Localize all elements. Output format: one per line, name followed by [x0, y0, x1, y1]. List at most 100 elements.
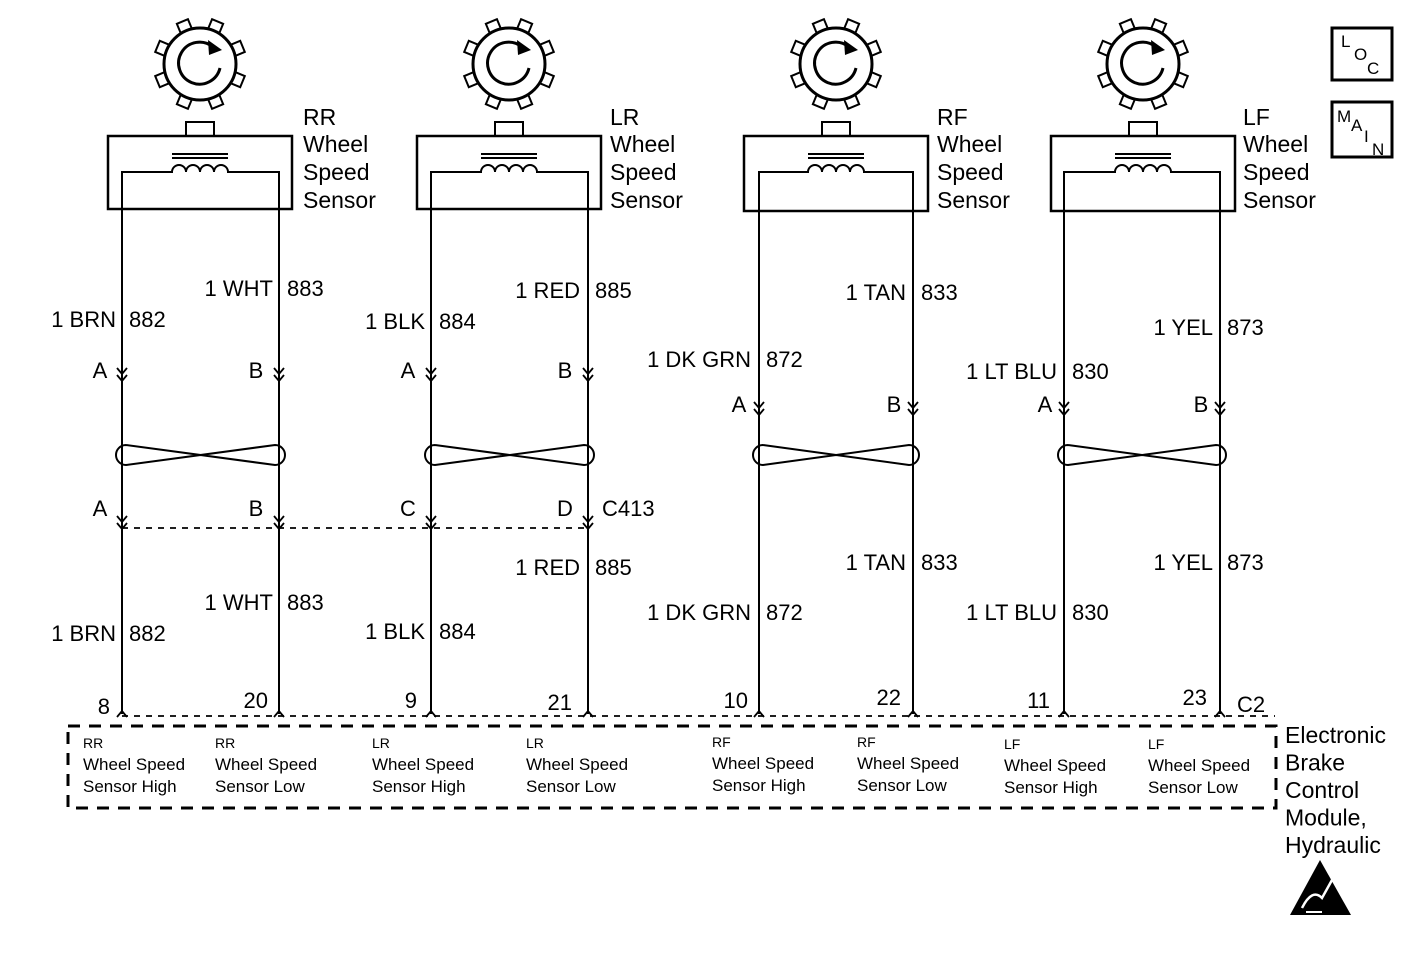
connector-chevron — [273, 367, 285, 376]
module-name-line: Electronic — [1285, 722, 1386, 748]
connector-chevron — [582, 522, 594, 531]
wire-circuit-number: 830 — [1072, 600, 1109, 625]
legend-letter: O — [1354, 45, 1367, 64]
terminal-location: RR — [83, 735, 103, 751]
wire-circuit-number: 872 — [766, 347, 803, 372]
sensor-tip — [494, 121, 524, 137]
connector-chevron — [907, 408, 919, 417]
c413-connector-mark — [425, 515, 437, 531]
module-name-line: Module, — [1285, 805, 1367, 831]
wire-circuit-number: 882 — [129, 307, 166, 332]
twisted-pair-icon — [1057, 443, 1227, 467]
c413-connector-mark — [273, 515, 285, 531]
module-name-line: Brake — [1285, 750, 1345, 776]
module-outline — [66, 724, 1278, 810]
wire-color-label: 1 YEL — [1153, 550, 1213, 575]
connector-chevron — [1214, 408, 1226, 417]
wire-color-label: 1 TAN — [846, 280, 906, 305]
coil-winding — [1063, 164, 1221, 209]
esd-hand — [1300, 879, 1334, 909]
connector-chevron — [425, 367, 437, 376]
coil-winding — [121, 164, 280, 209]
wire-circuit-number: 885 — [595, 278, 632, 303]
sensor-location-label: LF — [1243, 104, 1270, 130]
sensor-location-label: LR — [610, 104, 639, 130]
connector-chevron — [116, 522, 128, 531]
c2-pin-label: 22 — [877, 685, 901, 710]
tone-wheel-ring — [798, 26, 874, 102]
wire-color-label: 1 RED — [515, 278, 580, 303]
rotation-arrowhead — [844, 40, 858, 55]
wire-color-label: 1 LT BLU — [966, 600, 1057, 625]
twisted-pair-icon — [752, 443, 920, 467]
terminal-function: Wheel Speed — [215, 755, 317, 774]
terminal-location: LF — [1004, 736, 1020, 752]
sensor-title-line: Wheel — [303, 131, 368, 157]
wire-circuit-number: 830 — [1072, 359, 1109, 384]
c413-connector-name: C413 — [602, 496, 655, 521]
sensor-tip — [821, 121, 851, 137]
c2-pin-label: 20 — [244, 688, 268, 713]
c2-terminal-mark — [273, 709, 285, 718]
tone-wheel-ring — [162, 26, 238, 102]
connector-chevron — [425, 515, 437, 524]
twisted-pair-loop — [752, 443, 920, 467]
main-box — [1330, 100, 1394, 159]
coil-icon — [121, 153, 280, 209]
legend-letter: I — [1364, 127, 1369, 146]
sensor-title-line: Wheel — [1243, 131, 1308, 157]
sensor-pin-label: A — [401, 358, 416, 383]
sensor-connector-mark — [753, 401, 765, 417]
wire-color-label: 1 WHT — [205, 590, 273, 615]
tone-wheel-ring — [1105, 26, 1181, 102]
terminal-function: Wheel Speed — [712, 754, 814, 773]
terminal-function: Wheel Speed — [1004, 756, 1106, 775]
wire-color-label: 1 LT BLU — [966, 359, 1057, 384]
coil-icon — [430, 153, 589, 209]
sensor-connector-mark — [116, 367, 128, 383]
connector-chevron — [273, 374, 285, 383]
connector-chevron — [753, 408, 765, 417]
terminal-location: LR — [526, 735, 544, 751]
sensor-connector-mark — [425, 367, 437, 383]
sensor-tip — [1128, 121, 1158, 137]
wire-color-label: 1 BLK — [365, 309, 425, 334]
connector-chevron — [582, 367, 594, 376]
sensor-title-line: Speed — [1243, 159, 1310, 185]
rotation-arrow-icon — [177, 40, 222, 86]
wire-circuit-number: 872 — [766, 600, 803, 625]
wire-color-label: 1 DK GRN — [647, 347, 751, 372]
terminal-function: Wheel Speed — [857, 754, 959, 773]
wire-color-label: 1 RED — [515, 555, 580, 580]
c2-terminal-mark — [1214, 709, 1226, 718]
wire-circuit-number: 873 — [1227, 315, 1264, 340]
tone-wheel-ring — [471, 26, 547, 102]
sensor-pin-label: B — [249, 358, 264, 383]
c2-pin-label: 8 — [98, 694, 110, 719]
connector-chevron — [116, 374, 128, 383]
coil-icon — [1063, 153, 1221, 209]
connector-chevron — [1058, 408, 1070, 417]
connector-chevron — [425, 522, 437, 531]
c2-connector-name: C2 — [1237, 692, 1265, 717]
connector-chevron — [273, 522, 285, 531]
rotation-arrowhead — [517, 40, 531, 55]
terminal-location: LR — [372, 735, 390, 751]
wire-circuit-number: 885 — [595, 555, 632, 580]
coil-winding — [758, 164, 914, 209]
wire-color-label: 1 DK GRN — [647, 600, 751, 625]
legend-letter: L — [1341, 32, 1350, 51]
wire-circuit-number: 833 — [921, 550, 958, 575]
connector-chevron — [116, 367, 128, 376]
terminal-function: Sensor Low — [857, 776, 947, 795]
sensor-pin-label: A — [732, 392, 747, 417]
sensor-location-label: RF — [937, 104, 968, 130]
connector-chevron — [582, 515, 594, 524]
